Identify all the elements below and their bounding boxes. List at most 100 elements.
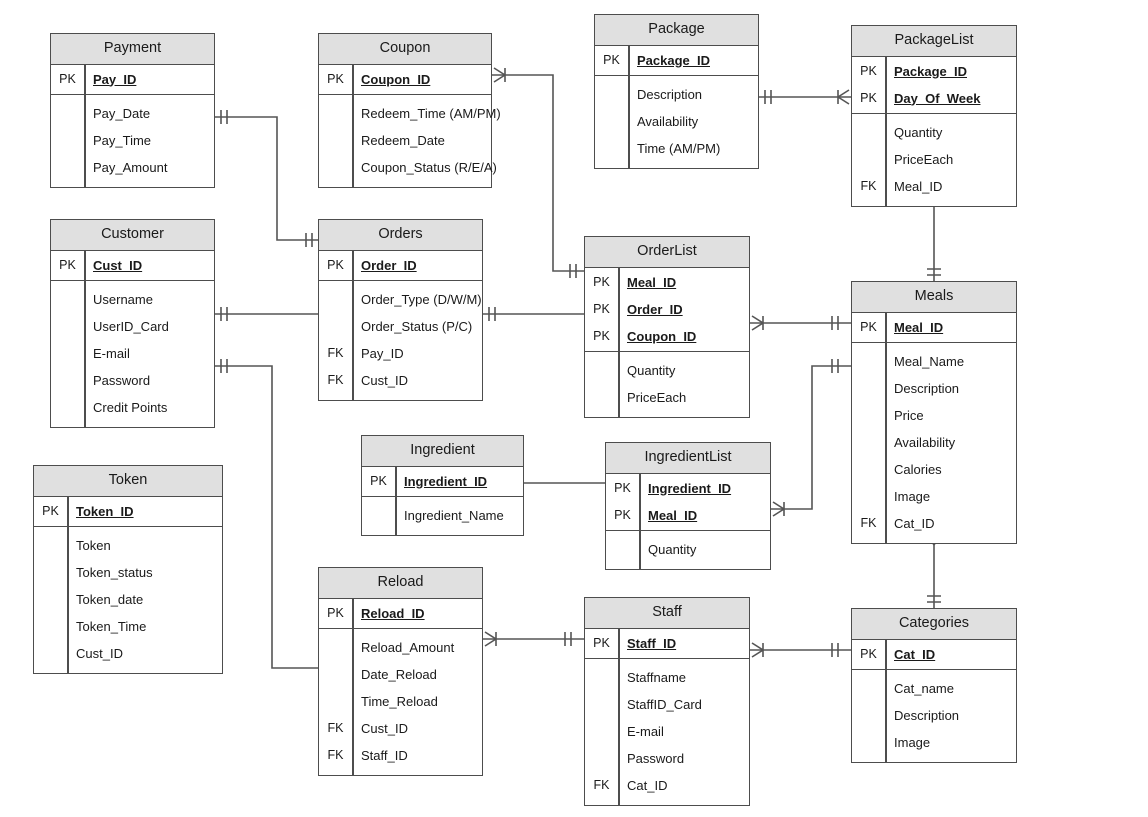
key-marker	[34, 586, 67, 613]
attribute-row: Description	[852, 702, 1016, 729]
attribute-name: Pay_ID	[361, 345, 404, 361]
key-marker	[852, 402, 885, 429]
attribute-row: Reload_Amount	[319, 634, 482, 661]
attribute-name: PriceEach	[894, 151, 954, 167]
entity-title: Package	[595, 15, 758, 46]
attribute-name: Cust_ID	[361, 720, 408, 736]
key-marker	[585, 745, 618, 772]
attribute-section: Ingredient_Name	[362, 496, 523, 535]
attribute-row: Credit Points	[51, 394, 214, 421]
attribute-name: Credit Points	[93, 399, 168, 415]
attribute-row: Time (AM/PM)	[595, 135, 758, 162]
attribute-name: Availability	[894, 434, 956, 450]
attribute-name: Pay_Date	[93, 105, 151, 121]
key-marker: PK	[860, 91, 877, 105]
attribute-name: Day_Of_Week	[894, 90, 981, 106]
key-marker	[51, 394, 84, 421]
attribute-name: Token_ID	[76, 503, 134, 519]
marker-one-meals-orderlist	[831, 316, 839, 330]
key-marker	[51, 340, 84, 367]
attribute-row: Username	[51, 286, 214, 313]
attribute-name: Ingredient_ID	[648, 480, 732, 496]
key-marker	[319, 154, 352, 181]
key-marker	[319, 127, 352, 154]
key-marker: PK	[860, 320, 877, 334]
attribute-row: Price	[852, 402, 1016, 429]
key-marker	[852, 729, 885, 756]
attribute-row: StaffID_Card	[585, 691, 749, 718]
attribute-name: Time_Reload	[361, 693, 438, 709]
marker-many-reload-staff	[484, 631, 497, 647]
attribute-name: Coupon_Status (R/E/A)	[361, 159, 497, 175]
attribute-row: Description	[595, 81, 758, 108]
key-marker	[319, 661, 352, 688]
attribute-section: Quantity	[606, 530, 770, 569]
key-marker: PK	[327, 72, 344, 86]
marker-one-meals-ingredientlist	[831, 359, 839, 373]
attribute-row: Time_Reload	[319, 688, 482, 715]
attribute-row: Availability	[852, 429, 1016, 456]
attribute-name: Token_date	[76, 591, 144, 607]
key-marker: PK	[860, 64, 877, 78]
entity-title: Categories	[852, 609, 1016, 640]
attribute-name: Meal_Name	[894, 353, 965, 369]
key-marker: PK	[59, 72, 76, 86]
key-marker	[319, 634, 352, 661]
marker-one-staff-reload	[564, 632, 572, 646]
attribute-row: UserID_Card	[51, 313, 214, 340]
attribute-name: Image	[894, 734, 931, 750]
attribute-row: Coupon_Status (R/E/A)	[319, 154, 497, 181]
key-marker: PK	[327, 258, 344, 272]
key-marker: PK	[860, 647, 877, 661]
attribute-name: Username	[93, 291, 153, 307]
connector-ingredientlist-meals	[771, 365, 851, 510]
entity-title: OrderList	[585, 237, 749, 268]
key-marker	[852, 675, 885, 702]
attribute-name: Staffname	[627, 669, 687, 685]
key-marker	[319, 688, 352, 715]
key-marker	[595, 135, 628, 162]
attribute-name: Token_Time	[76, 618, 147, 634]
attribute-name: Staff_ID	[361, 747, 408, 763]
attribute-name: Package_ID	[637, 52, 710, 68]
attribute-name: Order_Status (P/C)	[361, 318, 473, 334]
attribute-name: Token_status	[76, 564, 153, 580]
key-marker	[51, 367, 84, 394]
key-marker	[595, 81, 628, 108]
key-section: PK Package_ID	[595, 45, 758, 76]
attribute-name: Time (AM/PM)	[637, 140, 721, 156]
key-marker: PK	[603, 53, 620, 67]
connector-payment-orders	[215, 116, 318, 241]
attribute-name: Cat_ID	[627, 777, 668, 793]
